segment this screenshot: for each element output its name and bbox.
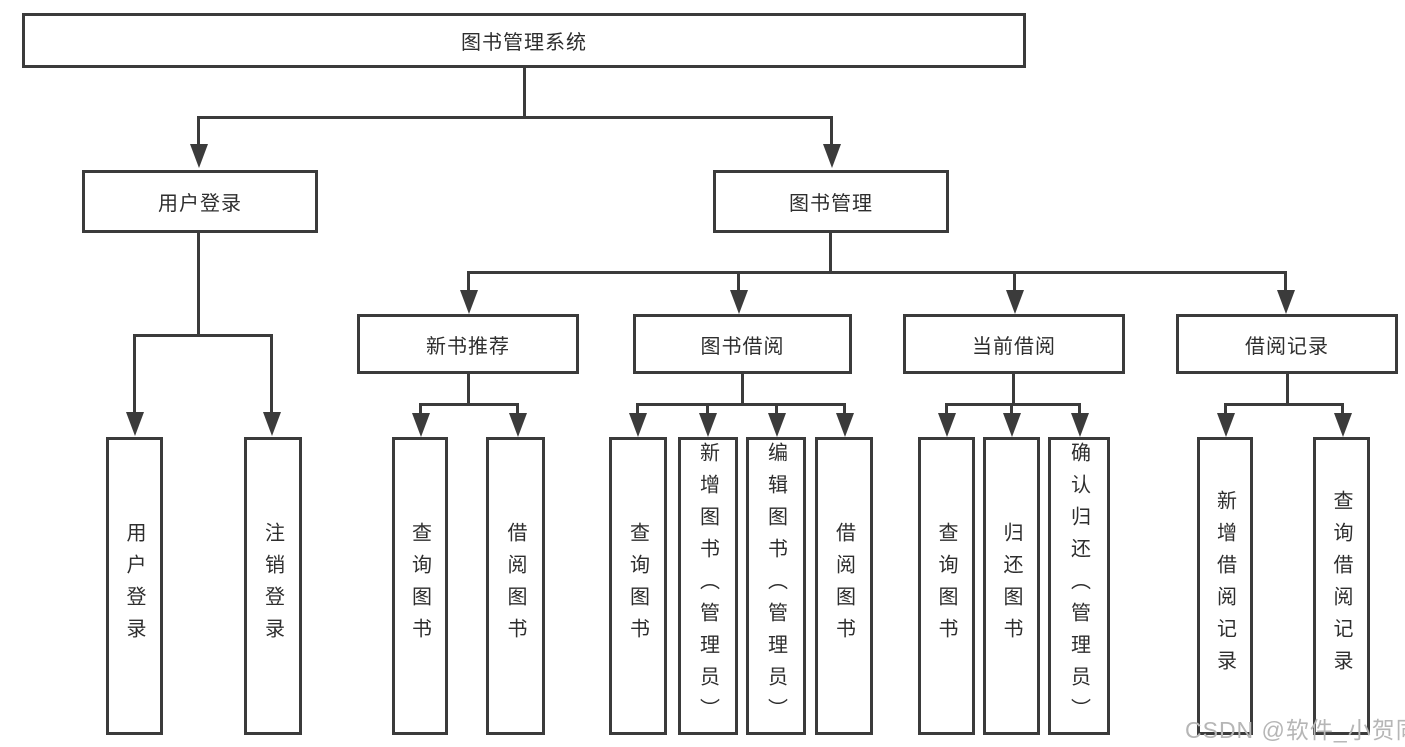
arrowhead-down-icon: [1003, 413, 1021, 437]
connector-record-stem: [1286, 374, 1289, 406]
arrowhead-down-icon: [190, 144, 208, 168]
leaf-query-book-1: 查询图书: [392, 437, 448, 735]
connector-user-login-stem: [197, 233, 200, 337]
arrowhead-down-icon: [823, 144, 841, 168]
arrowhead-down-icon: [263, 412, 281, 436]
node-label: 归还图书: [1000, 522, 1022, 650]
node-label: 查询图书: [935, 522, 957, 650]
arrowhead-down-icon: [1006, 290, 1024, 314]
arrowhead-down-icon: [730, 290, 748, 314]
arrowhead-down-icon: [412, 413, 430, 437]
node-label: 借阅图书: [504, 522, 526, 650]
node-label: 当前借阅: [972, 335, 1056, 358]
node-current-borrow: 当前借阅: [903, 314, 1125, 374]
node-library-management-system: 图书管理系统: [22, 13, 1026, 68]
node-label: 新书推荐: [426, 335, 510, 358]
connector-drop: [775, 403, 778, 415]
node-label: 新增借阅记录: [1213, 490, 1236, 682]
connector-drop-book-mgmt: [830, 116, 833, 144]
leaf-user-login: 用户登录: [106, 437, 163, 735]
watermark: CSDN @软件_小贺同学: [1185, 717, 1405, 743]
arrowhead-down-icon: [1071, 413, 1089, 437]
connector-current-rail: [945, 403, 1081, 406]
node-label: 查询图书: [408, 522, 431, 650]
leaf-add-book-admin: 新增图书（管理员）: [678, 437, 738, 735]
arrowhead-down-icon: [1277, 290, 1295, 314]
leaf-logout: 注销登录: [244, 437, 302, 735]
connector-drop: [843, 403, 846, 415]
node-book-borrow: 图书借阅: [633, 314, 852, 374]
leaf-confirm-return-admin: 确认归还（管理员）: [1048, 437, 1110, 735]
connector-drop-record: [1284, 271, 1287, 291]
node-label: 借阅记录: [1245, 335, 1329, 358]
connector-current-stem: [1012, 374, 1015, 406]
leaf-edit-book-admin: 编辑图书（管理员）: [746, 437, 806, 735]
connector-user-login-rail: [133, 334, 273, 337]
leaf-query-borrow-record: 查询借阅记录: [1313, 437, 1370, 735]
arrowhead-down-icon: [1334, 413, 1352, 437]
node-label: 注销登录: [261, 522, 284, 650]
node-label: 用户登录: [123, 522, 145, 650]
node-label: 编辑图书（管理员）: [764, 442, 787, 730]
connector-root-stem: [523, 68, 526, 119]
node-borrow-record: 借阅记录: [1176, 314, 1398, 374]
connector-book-mgmt-stem: [829, 233, 832, 274]
connector-drop-logout-leaf: [270, 334, 273, 412]
node-label: 新增图书（管理员）: [696, 442, 719, 730]
node-label: 图书管理系统: [461, 32, 587, 54]
connector-drop-login-leaf: [133, 334, 136, 412]
leaf-borrow-book-2: 借阅图书: [815, 437, 873, 735]
arrowhead-down-icon: [938, 413, 956, 437]
arrowhead-down-icon: [629, 413, 647, 437]
connector-drop-new-book: [467, 271, 470, 291]
arrowhead-down-icon: [460, 290, 478, 314]
node-label: 图书管理: [789, 193, 873, 215]
connector-new-book-rail: [419, 403, 519, 406]
arrowhead-down-icon: [768, 413, 786, 437]
connector-drop-current: [1013, 271, 1016, 291]
leaf-return-book: 归还图书: [983, 437, 1040, 735]
connector-root-rail: [197, 116, 833, 119]
leaf-query-book-3: 查询图书: [918, 437, 975, 735]
connector-drop: [636, 403, 639, 415]
arrowhead-down-icon: [836, 413, 854, 437]
leaf-query-book-2: 查询图书: [609, 437, 667, 735]
node-label: 查询借阅记录: [1330, 490, 1352, 682]
connector-drop: [1224, 403, 1227, 415]
leaf-add-borrow-record: 新增借阅记录: [1197, 437, 1253, 735]
connector-drop: [516, 403, 519, 415]
connector-drop: [1010, 403, 1013, 415]
node-label: 图书借阅: [700, 335, 785, 358]
arrowhead-down-icon: [699, 413, 717, 437]
connector-book-mgmt-rail: [467, 271, 1287, 274]
connector-drop: [419, 403, 422, 415]
node-book-management: 图书管理: [713, 170, 949, 233]
arrowhead-down-icon: [509, 413, 527, 437]
connector-record-rail: [1224, 403, 1344, 406]
node-label: 确认归还（管理员）: [1067, 442, 1090, 730]
connector-drop: [706, 403, 709, 415]
node-label: 用户登录: [158, 193, 242, 215]
node-label: 借阅图书: [832, 522, 855, 650]
connector-book-borrow-stem: [741, 374, 744, 406]
leaf-borrow-book-1: 借阅图书: [486, 437, 545, 735]
arrowhead-down-icon: [1217, 413, 1235, 437]
connector-drop: [1078, 403, 1081, 415]
connector-drop-user-login: [197, 116, 200, 144]
node-new-book-recommend: 新书推荐: [357, 314, 579, 374]
node-user-login: 用户登录: [82, 170, 318, 233]
connector-book-borrow-rail: [636, 403, 846, 406]
connector-drop: [1341, 403, 1344, 415]
connector-drop: [945, 403, 948, 415]
connector-drop-borrow: [737, 271, 740, 291]
node-label: 查询图书: [626, 522, 649, 650]
arrowhead-down-icon: [126, 412, 144, 436]
connector-new-book-stem: [467, 374, 470, 406]
